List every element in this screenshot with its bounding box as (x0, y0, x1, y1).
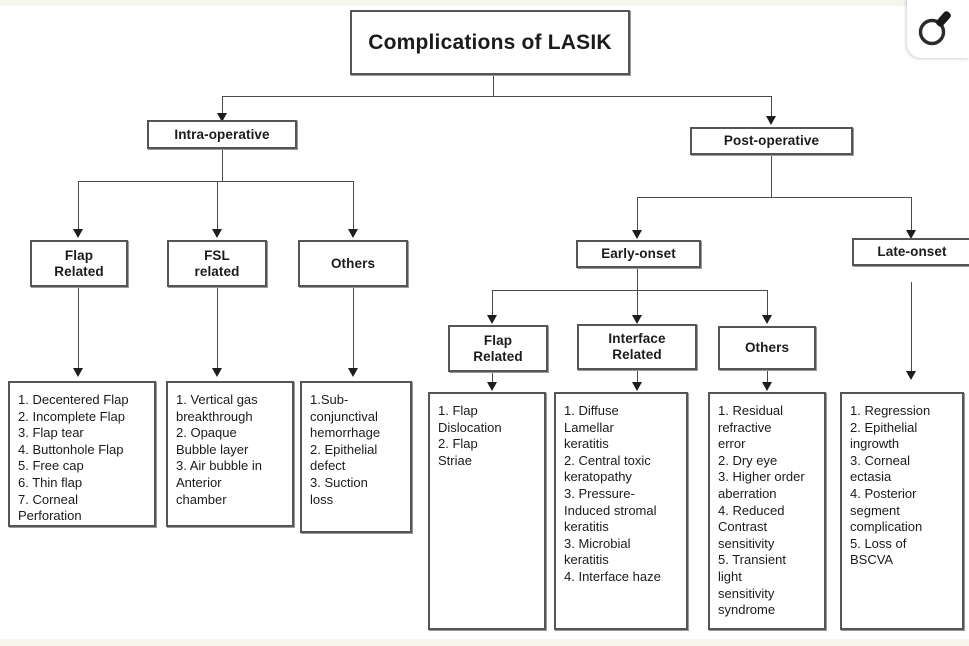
list-interface-related-items: 1. Diffuse Lamellar keratitis 2. Central… (564, 403, 661, 584)
connector-others-early-leaf (767, 370, 768, 384)
list-others-intra-items: 1.Sub- conjunctival hemorrhage 2. Epithe… (310, 392, 381, 507)
connector-intra-down (222, 149, 223, 181)
arrow-to-others-intra (348, 229, 358, 238)
arrow-to-flap-related-post (487, 315, 497, 324)
connector-post-down (771, 155, 772, 197)
node-intra-operative[interactable]: Intra-operative (147, 120, 297, 149)
connector-to-interface-related (637, 290, 638, 318)
list-flap-related-post[interactable]: 1. Flap Dislocation 2. Flap Striae (428, 392, 546, 630)
connector-to-others-early (767, 290, 768, 318)
list-interface-related[interactable]: 1. Diffuse Lamellar keratitis 2. Central… (554, 392, 688, 630)
arrow-to-others-early (762, 315, 772, 324)
node-others-intra-label: Others (330, 255, 376, 271)
node-post-operative[interactable]: Post-operative (690, 127, 853, 155)
connector-to-flap-related-post (492, 290, 493, 318)
connector-flap-related-leaf (78, 287, 79, 371)
node-late-onset-label: Late-onset (877, 244, 947, 259)
connector-early-bar (492, 290, 767, 291)
connector-level1-bar (222, 96, 772, 97)
connector-to-late-onset (911, 197, 912, 234)
arrow-to-intra (217, 113, 227, 122)
arrow-to-interface-related (632, 315, 642, 324)
connector-fsl-related-leaf (217, 287, 218, 371)
node-flap-related-intra[interactable]: Flap Related (30, 240, 128, 287)
list-others-early[interactable]: 1. Residual refractive error 2. Dry eye … (708, 392, 826, 630)
arrow-to-late-onset (906, 230, 916, 239)
node-fsl-related-label: FSL related (194, 247, 240, 279)
node-interface-related-label: Interface Related (608, 331, 666, 362)
arrow-flap-post-leaf (487, 382, 497, 391)
node-late-onset[interactable]: Late-onset (852, 238, 969, 266)
connector-to-flap-related (78, 181, 79, 233)
node-flap-related-post-label: Flap Related (473, 332, 523, 364)
node-others-intra[interactable]: Others (298, 240, 408, 287)
arrow-late-onset-leaf (906, 371, 916, 380)
connector-to-intra (222, 96, 223, 117)
node-intra-operative-label: Intra-operative (174, 126, 270, 142)
connector-to-post (771, 96, 772, 119)
arrow-others-early-leaf (762, 382, 772, 391)
connector-post-bar (637, 197, 911, 198)
arrow-to-fsl-related (212, 229, 222, 238)
list-late-onset[interactable]: 1. Regression 2. Epithelial ingrowth 3. … (840, 392, 964, 630)
node-post-operative-label: Post-operative (723, 133, 820, 148)
connector-others-intra-leaf (353, 287, 354, 371)
list-fsl-related[interactable]: 1. Vertical gas breakthrough 2. Opaque B… (166, 381, 294, 527)
list-others-early-items: 1. Residual refractive error 2. Dry eye … (718, 403, 805, 618)
node-flap-related-post[interactable]: Flap Related (448, 325, 548, 372)
arrow-flap-related-leaf (73, 368, 83, 377)
list-others-intra[interactable]: 1.Sub- conjunctival hemorrhage 2. Epithe… (300, 381, 412, 533)
connector-interface-leaf (637, 370, 638, 384)
node-early-onset[interactable]: Early-onset (576, 240, 701, 268)
connector-flap-post-leaf (492, 372, 493, 384)
arrow-to-flap-related (73, 229, 83, 238)
connector-late-onset-leaf (911, 282, 912, 372)
node-early-onset-label: Early-onset (601, 246, 676, 261)
zoom-tool-panel[interactable] (907, 0, 969, 58)
node-others-early[interactable]: Others (718, 326, 816, 370)
node-others-early-label: Others (744, 340, 790, 355)
node-title-text: Complications of LASIK (368, 30, 612, 54)
arrow-to-early-onset (632, 230, 642, 239)
connector-intra-bar (78, 181, 354, 182)
arrow-to-post (766, 116, 776, 125)
connector-early-down (637, 268, 638, 290)
node-fsl-related[interactable]: FSL related (167, 240, 267, 287)
connector-title-down (493, 75, 494, 97)
arrow-fsl-related-leaf (212, 368, 222, 377)
arrow-interface-leaf (632, 382, 642, 391)
connector-to-others-intra (353, 181, 354, 233)
node-complications-of-lasik[interactable]: Complications of LASIK (350, 10, 630, 75)
list-flap-related-post-items: 1. Flap Dislocation 2. Flap Striae (438, 403, 502, 468)
node-flap-related-intra-label: Flap Related (54, 247, 104, 279)
arrow-others-intra-leaf (348, 368, 358, 377)
list-late-onset-items: 1. Regression 2. Epithelial ingrowth 3. … (850, 403, 931, 568)
list-flap-related-intra[interactable]: 1. Decentered Flap 2. Incomplete Flap 3.… (8, 381, 156, 527)
list-flap-related-intra-items: 1. Decentered Flap 2. Incomplete Flap 3.… (18, 392, 129, 524)
list-fsl-related-items: 1. Vertical gas breakthrough 2. Opaque B… (176, 392, 263, 507)
node-interface-related[interactable]: Interface Related (577, 324, 697, 370)
connector-to-fsl-related (217, 181, 218, 233)
magnifier-icon[interactable] (915, 4, 961, 50)
connector-to-early-onset (637, 197, 638, 234)
